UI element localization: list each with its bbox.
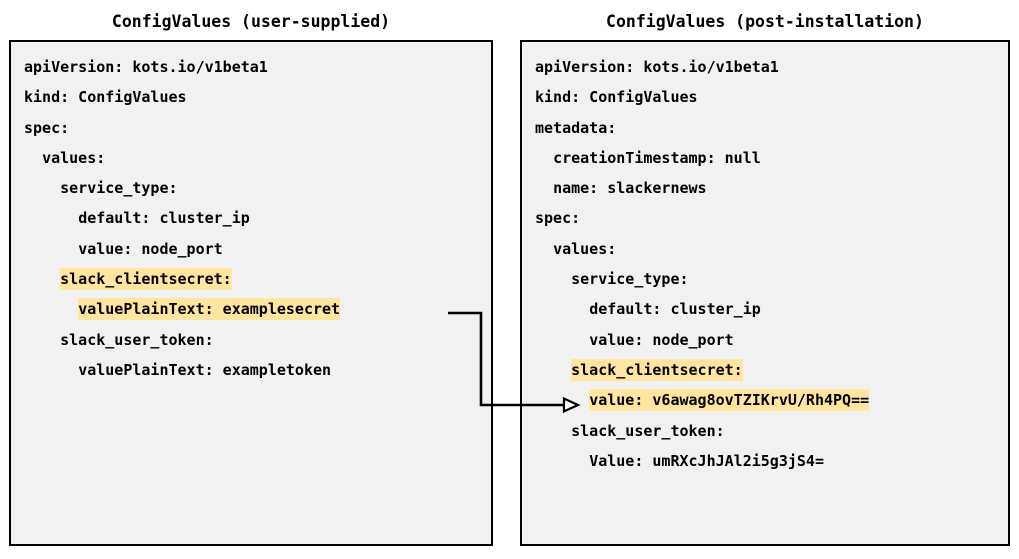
right-yaml-text: slack_user_token:: [571, 421, 725, 440]
user-supplied-configvalues-yaml: apiVersion: kots.io/v1beta1 kind: ConfigV…: [24, 52, 489, 385]
left-yaml-indent: [24, 149, 42, 167]
right-yaml-line: slack_user_token:: [535, 416, 1006, 446]
left-yaml-text: slack_user_token:: [60, 330, 214, 349]
left-yaml-text: value: node_port: [78, 239, 223, 258]
left-yaml-indent: [24, 209, 78, 227]
left-yaml-indent: [24, 361, 78, 379]
right-yaml-line: apiVersion: kots.io/v1beta1: [535, 52, 1006, 82]
right-yaml-text: spec:: [535, 209, 581, 228]
right-yaml-line: default: cluster_ip: [535, 294, 1006, 324]
right-yaml-line: value: v6awag8ovTZIKrvU/Rh4PQ==: [535, 385, 1006, 415]
left-yaml-line: value: node_port: [24, 234, 489, 264]
left-yaml-line: spec:: [24, 113, 489, 143]
right-yaml-indent: [535, 391, 589, 409]
left-yaml-indent: [24, 270, 60, 288]
left-yaml-indent: [24, 300, 78, 318]
post-installation-configvalues-panel: apiVersion: kots.io/v1beta1 kind: ConfigV…: [520, 40, 1010, 546]
left-yaml-line: values:: [24, 143, 489, 173]
right-yaml-text: apiVersion: kots.io/v1beta1: [535, 58, 779, 76]
left-yaml-line: slack_clientsecret:: [24, 264, 489, 294]
right-yaml-indent: [535, 270, 571, 288]
right-yaml-indent: [535, 300, 589, 318]
right-yaml-line: slack_clientsecret:: [535, 355, 1006, 385]
left-yaml-highlighted-text: slack_clientsecret:: [60, 268, 232, 291]
right-yaml-text: Value: umRXcJhJAl2i5g3jS4=: [589, 451, 824, 470]
left-yaml-line: service_type:: [24, 173, 489, 203]
right-yaml-text: default: cluster_ip: [589, 300, 761, 319]
left-yaml-text: values:: [42, 148, 106, 167]
left-yaml-text: spec:: [24, 118, 70, 137]
right-yaml-indent: [535, 331, 589, 349]
post-installation-configvalues-yaml: apiVersion: kots.io/v1beta1 kind: ConfigV…: [535, 52, 1006, 476]
right-yaml-text: service_type:: [571, 270, 689, 289]
right-yaml-line: name: slackernews: [535, 173, 1006, 203]
left-yaml-line: apiVersion: kots.io/v1beta1: [24, 52, 489, 82]
right-yaml-highlighted-text: slack_clientsecret:: [571, 358, 743, 381]
left-panel-title: ConfigValues (user-supplied): [111, 12, 391, 31]
left-yaml-text: valuePlainText: exampletoken: [78, 360, 332, 379]
right-yaml-text: creationTimestamp: null: [553, 148, 761, 167]
right-yaml-highlighted-text: value: v6awag8ovTZIKrvU/Rh4PQ==: [589, 389, 870, 412]
right-yaml-line: spec:: [535, 203, 1006, 233]
right-yaml-indent: [535, 149, 553, 167]
right-yaml-indent: [535, 240, 553, 258]
left-yaml-text: apiVersion: kots.io/v1beta1: [24, 58, 268, 76]
left-yaml-line: kind: ConfigValues: [24, 82, 489, 112]
right-yaml-indent: [535, 179, 553, 197]
left-yaml-text: service_type:: [60, 179, 178, 198]
user-supplied-configvalues-panel: apiVersion: kots.io/v1beta1 kind: ConfigV…: [9, 40, 493, 546]
right-yaml-line: service_type:: [535, 264, 1006, 294]
right-yaml-text: kind: ConfigValues: [535, 88, 698, 107]
left-yaml-text: kind: ConfigValues: [24, 88, 187, 107]
right-yaml-indent: [535, 361, 571, 379]
left-yaml-highlighted-text: valuePlainText: examplesecret: [78, 298, 341, 321]
left-yaml-line: valuePlainText: examplesecret: [24, 294, 489, 324]
right-yaml-indent: [535, 452, 589, 470]
right-yaml-line: kind: ConfigValues: [535, 82, 1006, 112]
left-yaml-line: default: cluster_ip: [24, 203, 489, 233]
left-yaml-line: slack_user_token:: [24, 325, 489, 355]
left-yaml-indent: [24, 240, 78, 258]
left-yaml-text: default: cluster_ip: [78, 209, 250, 228]
right-yaml-line: Value: umRXcJhJAl2i5g3jS4=: [535, 446, 1006, 476]
left-yaml-line: valuePlainText: exampletoken: [24, 355, 489, 385]
right-yaml-text: metadata:: [535, 118, 617, 137]
right-yaml-text: name: slackernews: [553, 179, 707, 198]
right-yaml-text: values:: [553, 239, 617, 258]
right-yaml-indent: [535, 422, 571, 440]
left-yaml-indent: [24, 179, 60, 197]
right-panel-title: ConfigValues (post-installation): [606, 12, 924, 31]
right-yaml-text: value: node_port: [589, 330, 734, 349]
right-yaml-line: values:: [535, 234, 1006, 264]
right-yaml-line: creationTimestamp: null: [535, 143, 1006, 173]
left-yaml-indent: [24, 331, 60, 349]
right-yaml-line: value: node_port: [535, 325, 1006, 355]
right-yaml-line: metadata:: [535, 113, 1006, 143]
